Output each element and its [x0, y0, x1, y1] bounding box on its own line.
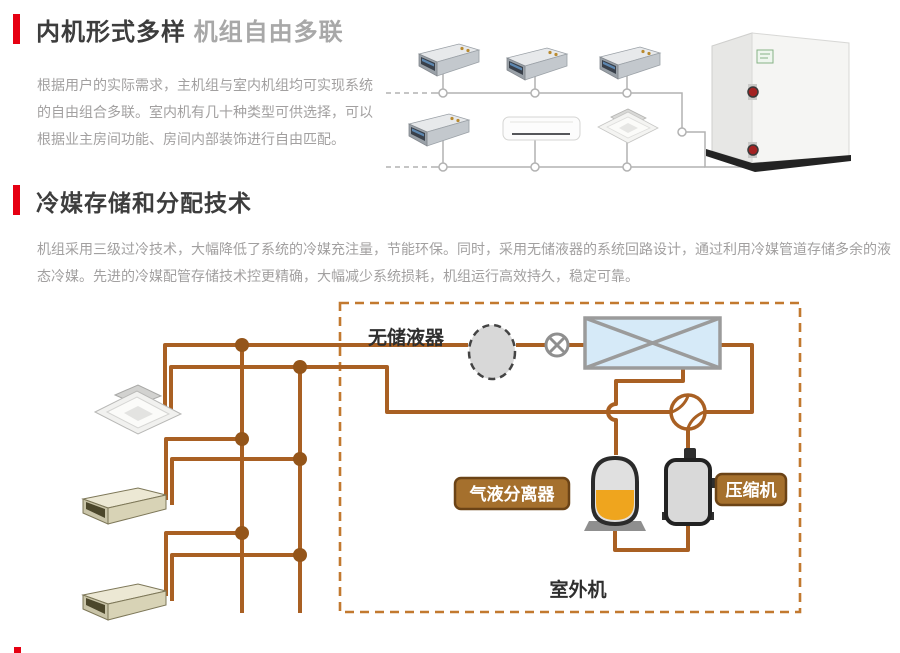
four-way-valve-icon: [669, 393, 707, 431]
cassette-unit-icon: [93, 384, 183, 435]
pipe-liquid-main: [163, 343, 468, 412]
service-valve-icon: [747, 144, 759, 156]
separator-label: 气液分离器: [469, 484, 556, 504]
outdoor-unit-label: 室外机: [549, 578, 606, 601]
section1-line3: 根据业主房间功能、房间内部装饰进行自由匹配。: [37, 131, 345, 147]
refrigerant-circuit-diagram: 无储液器 气液分离器 压缩机 室外机: [82, 301, 802, 621]
separator-tank-icon: [584, 455, 646, 531]
cassette-unit-icon: [597, 108, 659, 144]
duct-unit-icon: [418, 43, 480, 77]
section2-line2: 态冷媒。先进的冷媒配管存储技术控更精确，大幅减少系统损耗，机组运行高效持久，稳定…: [37, 268, 639, 284]
wall-unit-icon: [502, 116, 581, 141]
separator-badge: 气液分离器: [453, 476, 571, 511]
section1-title-secondary: 机组自由多联: [193, 19, 344, 46]
receiver-ghost-icon: [467, 323, 517, 381]
section1-title: 内机形式多样 机组自由多联: [36, 12, 344, 47]
compressor-label: 压缩机: [726, 480, 777, 500]
connection-lines: [386, 70, 770, 168]
pipe-hx-to-valve: [705, 343, 754, 414]
branch-duct1-a: [164, 437, 242, 500]
branch-duct2-b: [170, 553, 300, 601]
row1-main-line: [433, 92, 683, 128]
pipe-gas-main: [169, 365, 671, 418]
outdoor-unit-icon: [706, 32, 851, 172]
section1-title-primary: 内机形式多样: [36, 19, 186, 46]
service-valve-icon: [747, 86, 759, 98]
pipe-hx-to-separator-with-hop: [606, 368, 685, 455]
pipe-network: [163, 343, 754, 613]
brand-label: [756, 49, 774, 64]
branch-duct1-b: [170, 457, 300, 505]
section2-title: 冷媒存储和分配技术: [36, 190, 252, 216]
branch-duct2-a: [164, 531, 242, 596]
no-receiver-label: 无储液器: [368, 326, 445, 349]
duct-unit-icon: [408, 113, 470, 147]
expansion-valve-icon: [544, 332, 570, 358]
connection-nodes: [438, 88, 687, 172]
duct-unit-icon: [506, 47, 568, 81]
section2-accent-bar: [13, 185, 20, 215]
section1-line1: 根据用户的实际需求，主机组与室内机组均可实现系统: [37, 77, 373, 93]
duct-unit-icon: [82, 583, 167, 621]
section2-line1: 机组采用三级过冷技术，大幅降低了系统的冷媒充注量，节能环保。同时，采用无储液器的…: [37, 241, 891, 257]
section1-paragraph: 根据用户的实际需求，主机组与室内机组均可实现系统 的自由组合多联。室内机有几十种…: [37, 72, 382, 153]
compressor-icon: [662, 448, 716, 526]
section1-line2: 的自由组合多联。室内机有几十种类型可供选择，可以: [37, 104, 373, 120]
duct-unit-icon: [82, 487, 167, 525]
junction-dots: [235, 338, 307, 562]
pipe-separator-to-compressor: [613, 523, 690, 552]
duct-unit-icon: [599, 46, 661, 80]
section2-paragraph: 机组采用三级过冷技术，大幅降低了系统的冷媒充注量，节能环保。同时，采用无储液器的…: [37, 236, 891, 290]
next-section-accent-bar: [14, 647, 21, 653]
multi-split-illustration: [386, 32, 851, 172]
outdoor-unit-boundary: [338, 301, 802, 614]
trunk-to-outdoor: [686, 131, 770, 168]
compressor-badge: 压缩机: [714, 472, 788, 507]
heat-exchanger-icon: [583, 316, 722, 370]
section1-accent-bar: [13, 14, 20, 44]
